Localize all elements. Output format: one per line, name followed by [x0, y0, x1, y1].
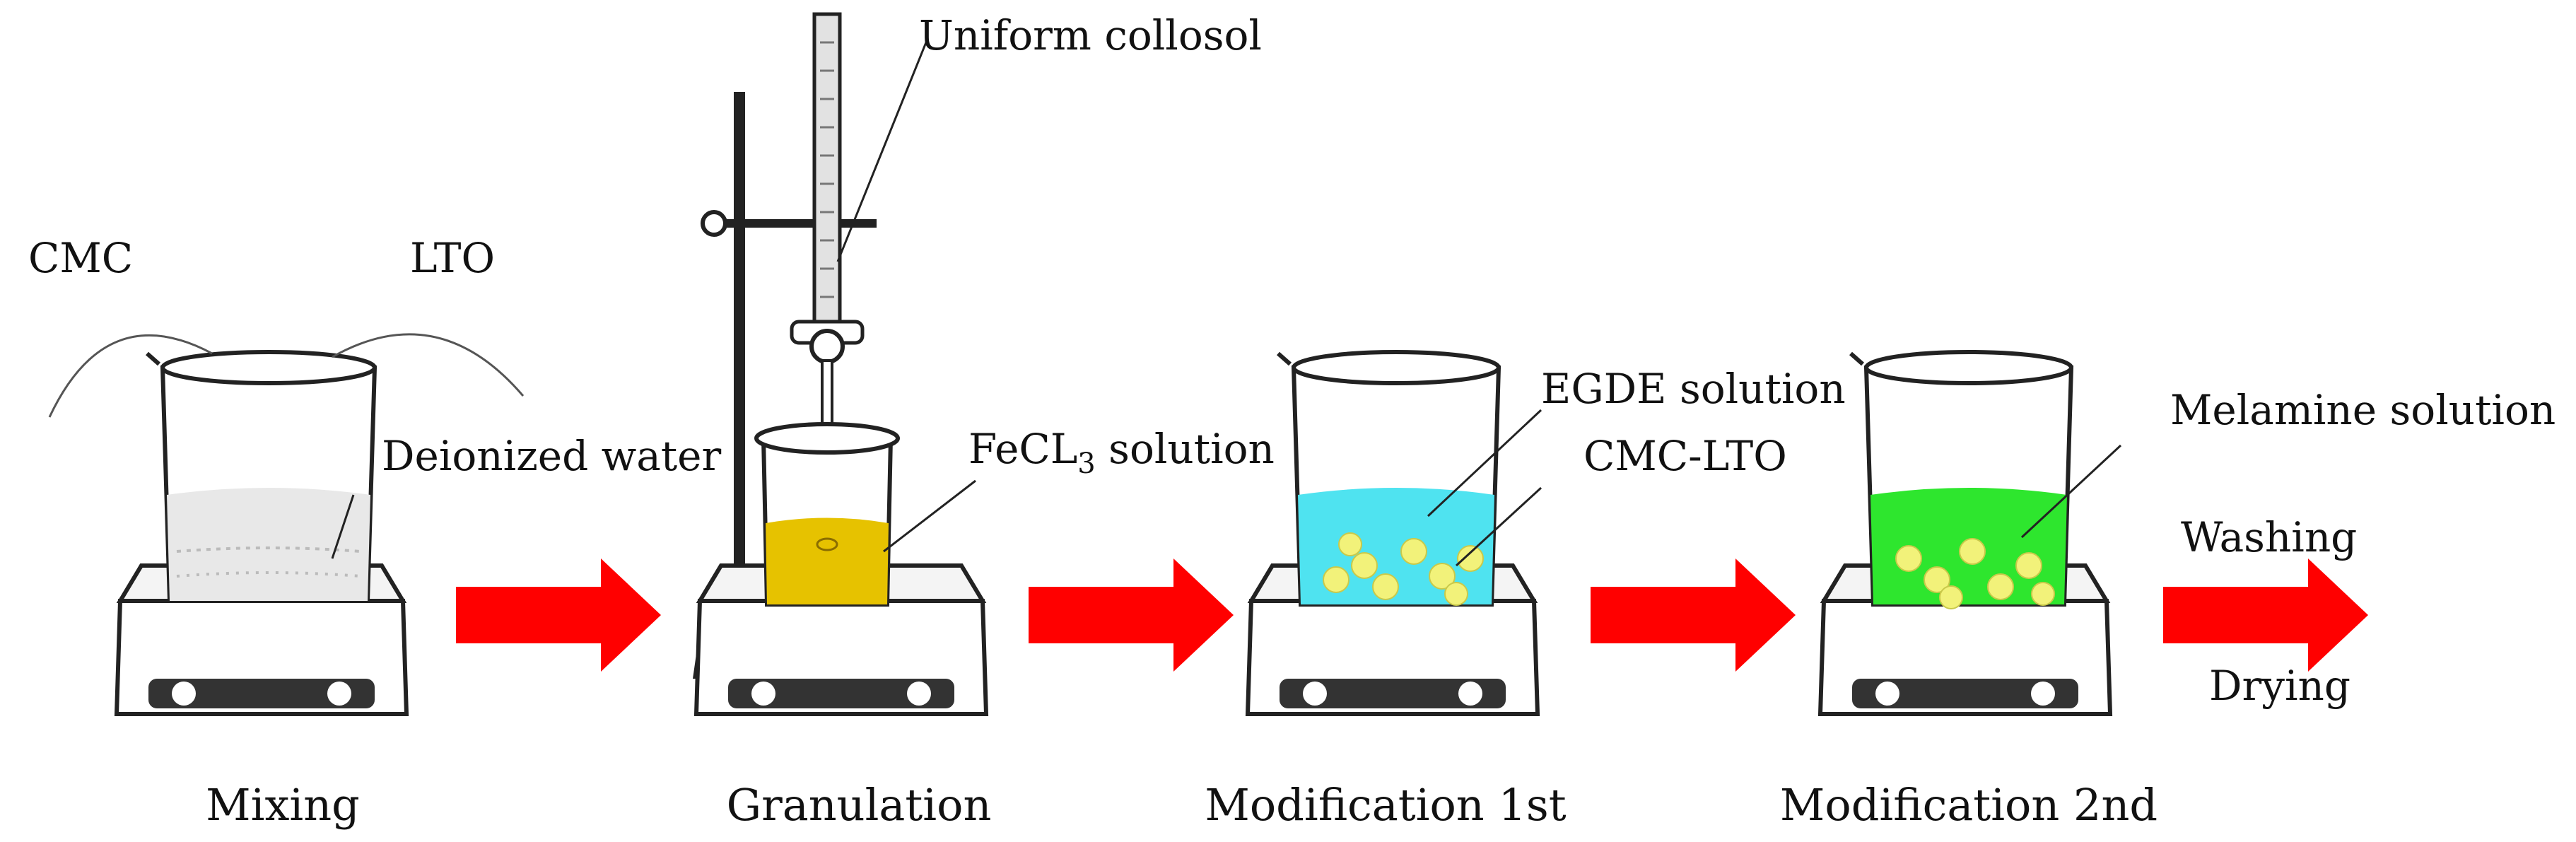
- cmc-pour-arc: [48, 334, 213, 418]
- cmc-lto-beads-1: [1323, 532, 1484, 606]
- beaker-2: [754, 422, 900, 607]
- fecl3-prefix: FeCL: [968, 425, 1077, 473]
- beaker-3: [1277, 350, 1501, 607]
- drying-label: Drying: [2209, 662, 2350, 710]
- cmc-label: CMC: [28, 234, 133, 282]
- granulation-caption: Granulation: [727, 779, 992, 831]
- lto-pour-arc: [332, 333, 525, 397]
- modification-1-step: EGDE solution CMC-LTO Modification 1st: [1205, 350, 1846, 831]
- process-arrow-3: [1591, 559, 1796, 672]
- mixing-step: CMC LTO Deionized water Mixing: [28, 234, 722, 831]
- fecl3-subscript: 3: [1077, 448, 1095, 480]
- fecl3-suffix: solution: [1096, 425, 1275, 473]
- fecl3-solution-label: FeCL3 solution: [968, 425, 1275, 480]
- modification-2-caption: Modification 2nd: [1780, 779, 2158, 831]
- burette: [790, 12, 865, 440]
- cmc-lto-beads-2: [1895, 538, 2055, 609]
- egde-solution-label: EGDE solution: [1541, 365, 1846, 413]
- beaker-4: [1849, 350, 2074, 609]
- washing-label: Washing: [2181, 513, 2357, 561]
- granulation-step: Uniform collosol FeCL3 solution Granulat…: [693, 11, 1275, 831]
- uniform-collosol-label: Uniform collosol: [919, 11, 1262, 59]
- collosol-leader-line: [836, 42, 927, 262]
- egde-leader-line: [1427, 409, 1542, 518]
- process-arrow-1: [456, 559, 661, 672]
- fecl3-leader-line: [883, 479, 976, 553]
- beaker-1: [146, 350, 377, 603]
- melamine-solution-label: Melamine solution: [2170, 386, 2555, 434]
- mixing-caption: Mixing: [206, 779, 360, 831]
- modification-2-step: Melamine solution Modification 2nd: [1780, 350, 2555, 831]
- melamine-leader-line: [2020, 444, 2122, 539]
- process-arrow-4: [2163, 559, 2368, 672]
- lto-label: LTO: [410, 234, 495, 282]
- fecl3-liquid: [766, 518, 889, 604]
- cmc-lto-label: CMC-LTO: [1583, 432, 1787, 480]
- modification-1-caption: Modification 1st: [1205, 779, 1566, 831]
- process-arrow-2: [1029, 559, 1234, 672]
- cmc-lto-leader-line: [1455, 486, 1542, 567]
- water-leader-line: [331, 494, 355, 559]
- deionized-water-label: Deionized water: [382, 432, 722, 480]
